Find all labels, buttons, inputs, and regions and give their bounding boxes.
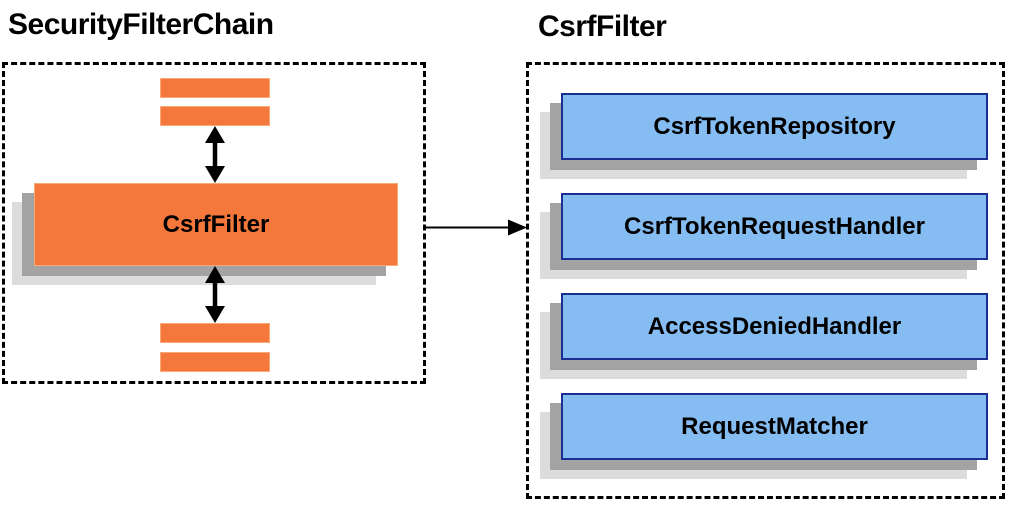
component-request-matcher: RequestMatcher [561,393,988,460]
component-label: CsrfTokenRepository [653,112,896,140]
component-label: AccessDeniedHandler [647,312,902,340]
filter-placeholder-bar [160,323,270,343]
filter-placeholder-bar [160,78,270,98]
component-csrf-token-repository: CsrfTokenRepository [561,93,988,160]
flow-arrow-icon [426,217,527,238]
bidirectional-arrow-icon [195,126,235,183]
csrf-filter-node-label: CsrfFilter [162,210,270,238]
filter-placeholder-bar [160,352,270,372]
component-label: RequestMatcher [681,412,868,440]
security-filter-chain-title: SecurityFilterChain [8,8,274,41]
component-csrf-token-request-handler: CsrfTokenRequestHandler [561,193,988,260]
filter-placeholder-bar [160,106,270,126]
csrf-filter-title: CsrfFilter [538,10,667,43]
csrf-filter-node: CsrfFilter [34,183,398,266]
csrf-filter-box [526,62,1005,499]
component-access-denied-handler: AccessDeniedHandler [561,293,988,360]
bidirectional-arrow-icon [195,266,235,323]
component-label: CsrfTokenRequestHandler [624,212,925,240]
security-filter-chain-box [2,62,426,384]
